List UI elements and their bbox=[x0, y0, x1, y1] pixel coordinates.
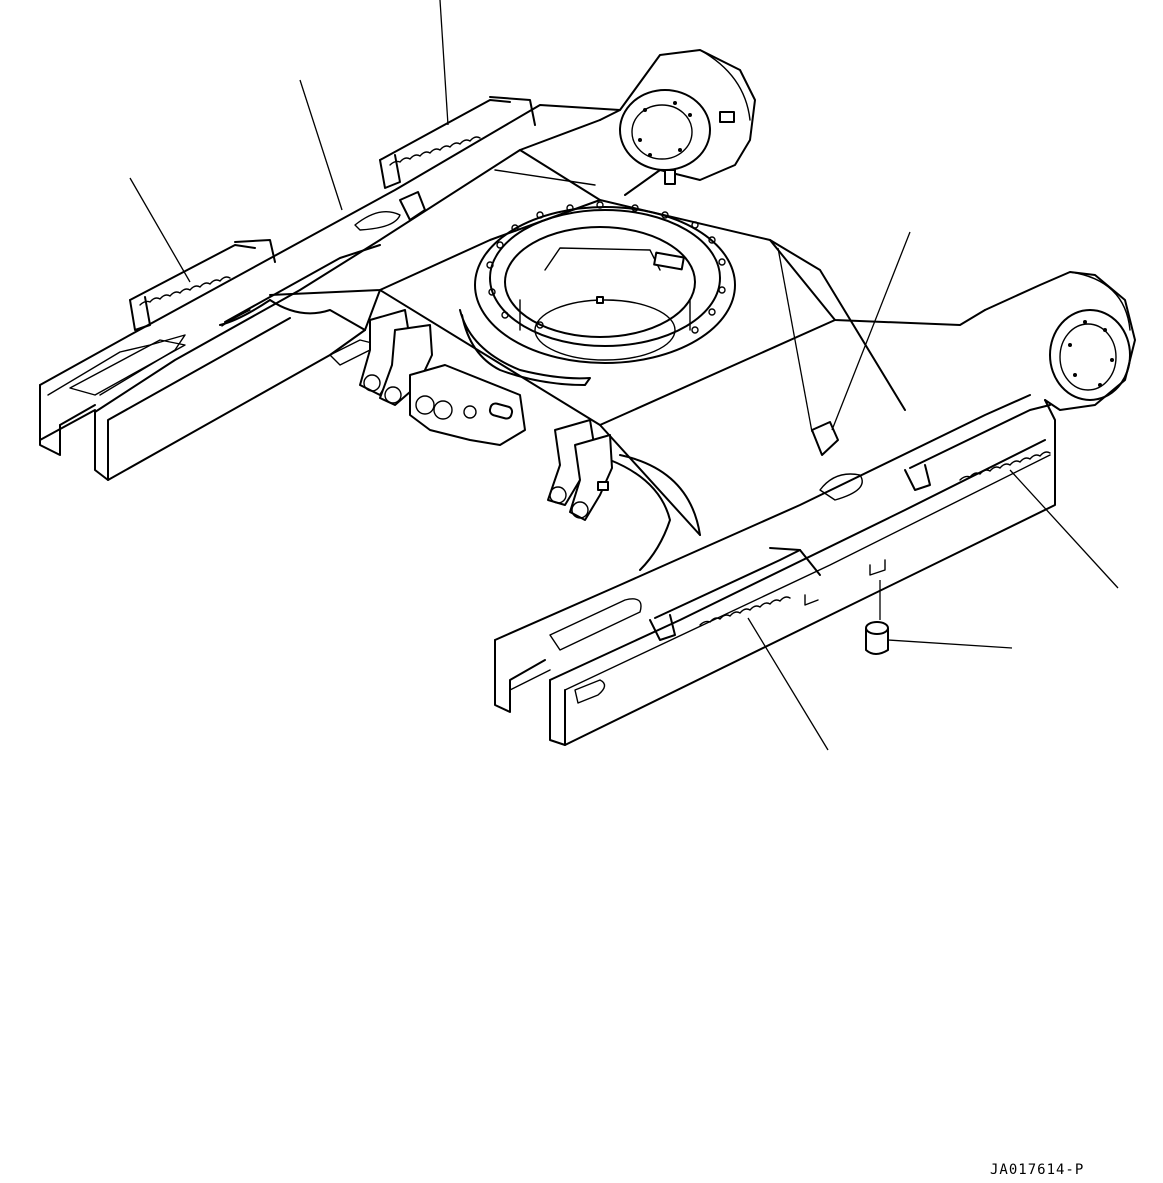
left-serrated-pads bbox=[140, 137, 480, 305]
drawing-code-label: JA017614-P bbox=[990, 1162, 1085, 1178]
blade-brackets bbox=[360, 310, 612, 520]
right-front-housing bbox=[985, 272, 1135, 410]
left-side-frame bbox=[40, 97, 620, 480]
right-serrated-pads bbox=[700, 452, 1050, 625]
center-body bbox=[220, 150, 985, 570]
upper-rear-housing bbox=[600, 50, 755, 195]
separate-pin bbox=[866, 580, 888, 654]
leader-lines bbox=[130, 0, 1118, 750]
swing-circle-bolts bbox=[487, 202, 725, 333]
right-side-frame bbox=[495, 395, 1055, 745]
